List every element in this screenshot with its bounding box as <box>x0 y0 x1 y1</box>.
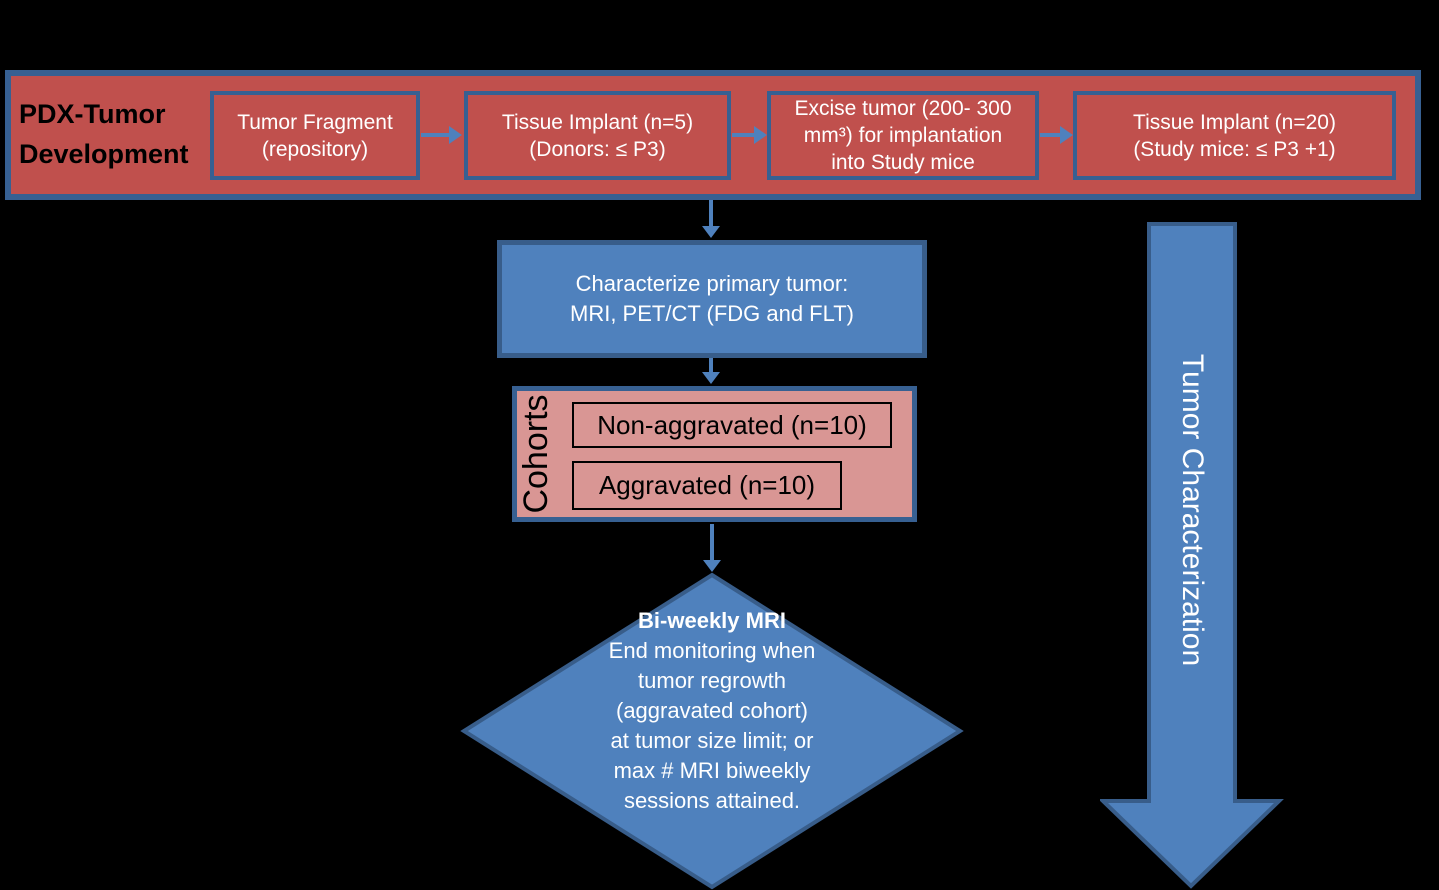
text-line: tumor regrowth <box>638 668 786 693</box>
flow-arrow-down-icon <box>709 358 713 372</box>
text-line: max # MRI biweekly <box>613 758 811 783</box>
cohorts-label: Cohorts <box>517 394 555 514</box>
tumor-characterization-label: Tumor Characterization <box>1176 353 1209 667</box>
banner-title-line: Development <box>19 139 189 169</box>
tissue-implant-donors-box: Tissue Implant (n=5) (Donors: ≤ P3) <box>464 91 731 180</box>
text-line: into Study mice <box>831 151 975 174</box>
decision-diamond-shape <box>460 572 964 890</box>
banner-title-line: PDX-Tumor <box>19 99 166 129</box>
text-line: (Study mice: ≤ P3 +1) <box>1133 137 1336 161</box>
text-line: (Donors: ≤ P3) <box>529 137 666 161</box>
text-line: Characterize primary tumor: <box>575 271 849 296</box>
text-line: sessions attained. <box>623 788 801 813</box>
text-line: Tumor Fragment <box>237 110 393 134</box>
flow-arrow-right-icon <box>1040 133 1060 137</box>
text-line: Excise tumor (200- 300 <box>794 97 1012 120</box>
cohort-aggravated-box: Aggravated (n=10) <box>572 461 842 510</box>
text-line: (repository) <box>261 137 369 161</box>
tissue-implant-study-box: Tissue Implant (n=20) (Study mice: ≤ P3 … <box>1073 91 1396 180</box>
cohort-non-aggravated-box: Non-aggravated (n=10) <box>572 402 892 448</box>
flow-arrow-right-icon <box>421 133 449 137</box>
flow-arrow-down-icon <box>709 200 713 226</box>
text-line: at tumor size limit; or <box>610 728 814 753</box>
text-line: Tissue Implant (n=5) <box>501 110 694 134</box>
characterize-tumor-box: Characterize primary tumor: MRI, PET/CT … <box>497 240 927 358</box>
text-line: Tissue Implant (n=20) <box>1133 110 1336 134</box>
text-line: mm³) for implantation <box>803 124 1003 147</box>
text-line: MRI, PET/CT (FDG and FLT) <box>570 301 854 326</box>
decision-title: Bi-weekly MRI <box>638 608 786 633</box>
pdx-development-banner: PDX-Tumor Development Tumor Fragment (re… <box>5 70 1421 200</box>
banner-title: PDX-Tumor Development <box>19 94 189 174</box>
text-line: End monitoring when <box>608 638 816 663</box>
tumor-fragment-box: Tumor Fragment (repository) <box>210 91 420 180</box>
text-line: (aggravated cohort) <box>616 698 808 723</box>
decision-diamond-text: Bi-weekly MRI End monitoring when tumor … <box>458 606 966 816</box>
flow-arrow-down-icon <box>710 524 714 560</box>
tumor-characterization-arrow <box>1100 222 1284 889</box>
excise-tumor-box: Excise tumor (200- 300 mm³) for implanta… <box>767 91 1039 180</box>
flow-arrow-right-icon <box>732 133 754 137</box>
